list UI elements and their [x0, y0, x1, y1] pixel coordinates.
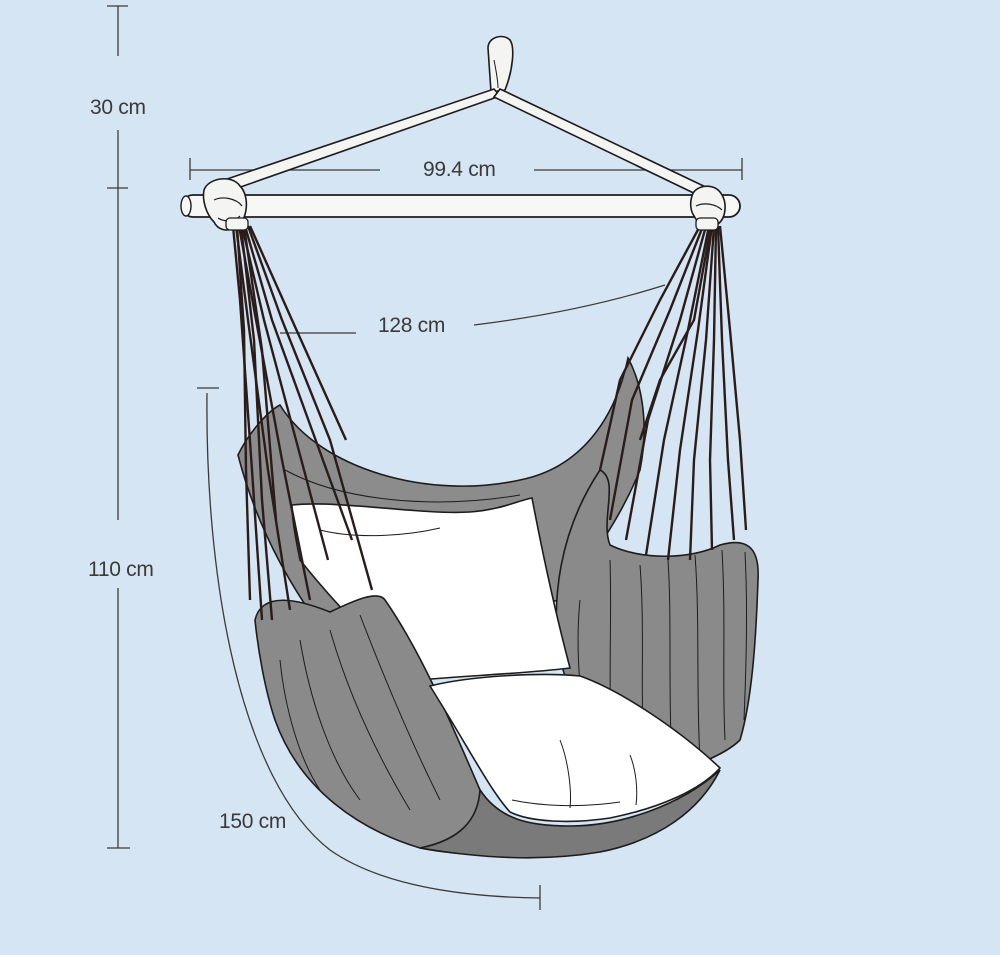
dimension-lines	[107, 5, 743, 910]
dimension-label-hook-height: 30 cm	[90, 96, 146, 119]
hanging-straps	[222, 87, 714, 199]
dimension-label-rope-length: 128 cm	[378, 314, 446, 337]
dimension-label-chair-height: 110 cm	[88, 558, 154, 581]
dim-depth-arc	[206, 392, 541, 899]
ropes-right	[598, 225, 748, 561]
dim-length-line-right	[473, 284, 666, 326]
rope-clamp-right	[695, 217, 719, 231]
seat-cushion	[428, 673, 722, 823]
dimension-label-seat-arc: 150 cm	[219, 810, 287, 833]
back-cushion	[291, 497, 572, 681]
chair-seat-bottom	[419, 769, 721, 859]
rope-clamp-left	[225, 217, 249, 231]
ceiling-hook-icon	[487, 35, 514, 93]
ropes-left	[231, 225, 374, 621]
dimension-label-bar-width: 99.4 cm	[423, 158, 496, 181]
spreader-bar	[180, 178, 741, 231]
